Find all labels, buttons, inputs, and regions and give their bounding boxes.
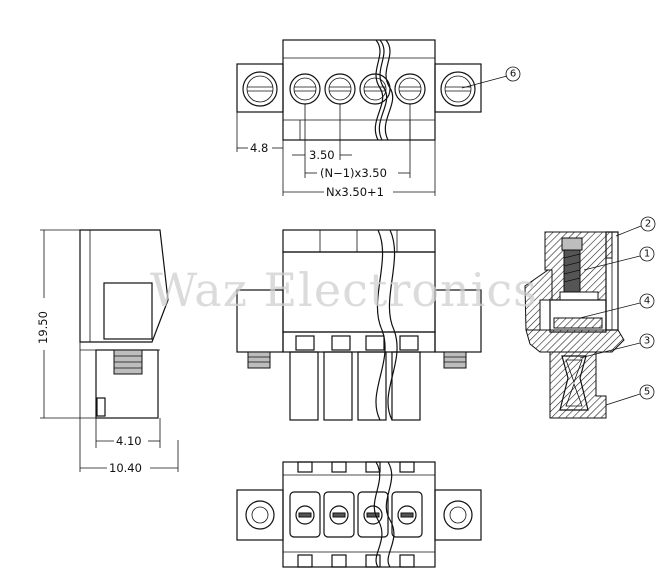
dim-total-length: Nx3.50+1 (326, 185, 384, 199)
dim-flange-width: 4.8 (250, 141, 268, 155)
bottom-view (236, 461, 482, 568)
callout-4: 4 (644, 296, 650, 307)
callout-5: 5 (644, 387, 650, 398)
dim-inner-width: 4.10 (116, 434, 142, 448)
callout-1: 1 (644, 249, 650, 260)
front-screw-right-icon (443, 351, 467, 369)
front-screw-left-icon (247, 351, 271, 369)
callout-3: 3 (644, 336, 650, 347)
callout-6: 6 (510, 69, 516, 80)
watermark: Waz Electronics (150, 263, 538, 317)
flange-screw-right-icon (440, 71, 476, 107)
front-clamps (295, 335, 419, 351)
flange-screw-left-icon (242, 71, 278, 107)
terminal-screws (289, 73, 426, 105)
dim-pitch: 3.50 (309, 148, 335, 162)
top-view (236, 39, 521, 196)
side-view (40, 229, 179, 472)
side-screw-icon (113, 349, 143, 375)
dim-span: (N−1)x3.50 (320, 166, 387, 180)
callout-2: 2 (645, 219, 651, 230)
front-view (236, 229, 482, 421)
dim-height: 19.50 (36, 311, 50, 344)
dim-outer-width: 10.40 (109, 461, 142, 475)
front-legs (289, 351, 421, 421)
section-view (524, 216, 656, 419)
bottom-slots (289, 461, 423, 568)
